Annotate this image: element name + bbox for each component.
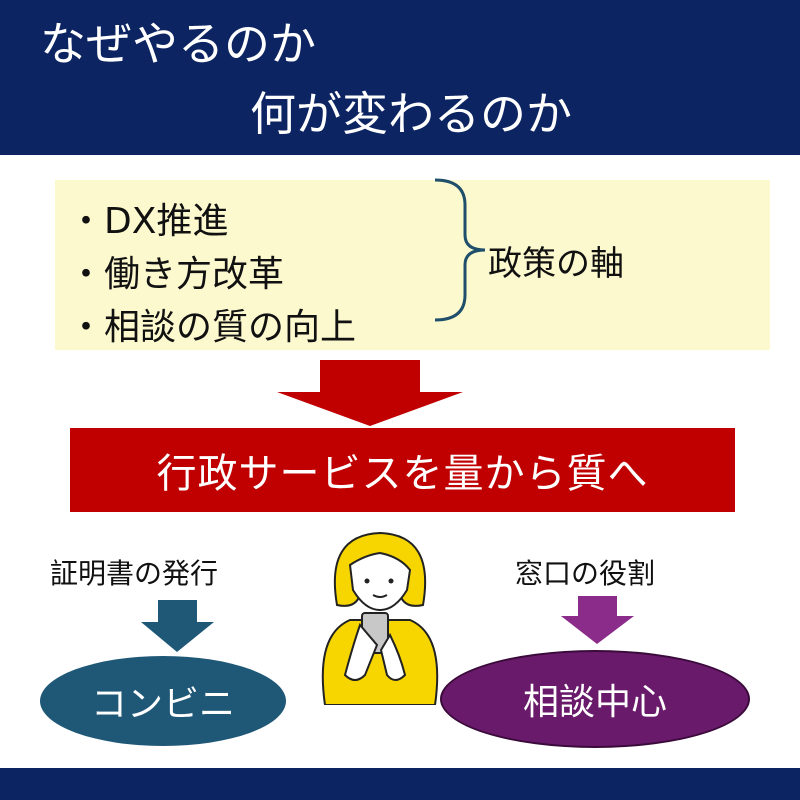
teal-arrow-icon <box>141 600 214 652</box>
down-arrow-icon <box>277 360 463 426</box>
policy-item: ・働き方改革 <box>68 254 285 295</box>
policy-axis-label: 政策の軸 <box>488 244 624 284</box>
policy-item: ・相談の質の向上 <box>68 307 357 348</box>
title-line-1: なぜやるのか <box>40 17 316 71</box>
left-label: 証明書の発行 <box>50 557 219 590</box>
policy-item: ・DX推進 <box>68 201 229 242</box>
purple-arrow-icon <box>561 596 634 644</box>
banner-quality: 行政サービスを量から質へ <box>70 428 735 512</box>
woman-with-phone-illustration <box>321 531 439 705</box>
header-banner <box>0 0 800 155</box>
right-label: 窓口の役割 <box>515 557 656 590</box>
policy-box <box>55 180 770 350</box>
title-line-2: 何が変わるのか <box>250 87 572 141</box>
footer-bar <box>0 768 800 800</box>
left-result-ellipse: コンビニ <box>40 656 286 746</box>
brace-icon <box>434 178 486 322</box>
right-result-ellipse: 相談中心 <box>440 650 750 748</box>
